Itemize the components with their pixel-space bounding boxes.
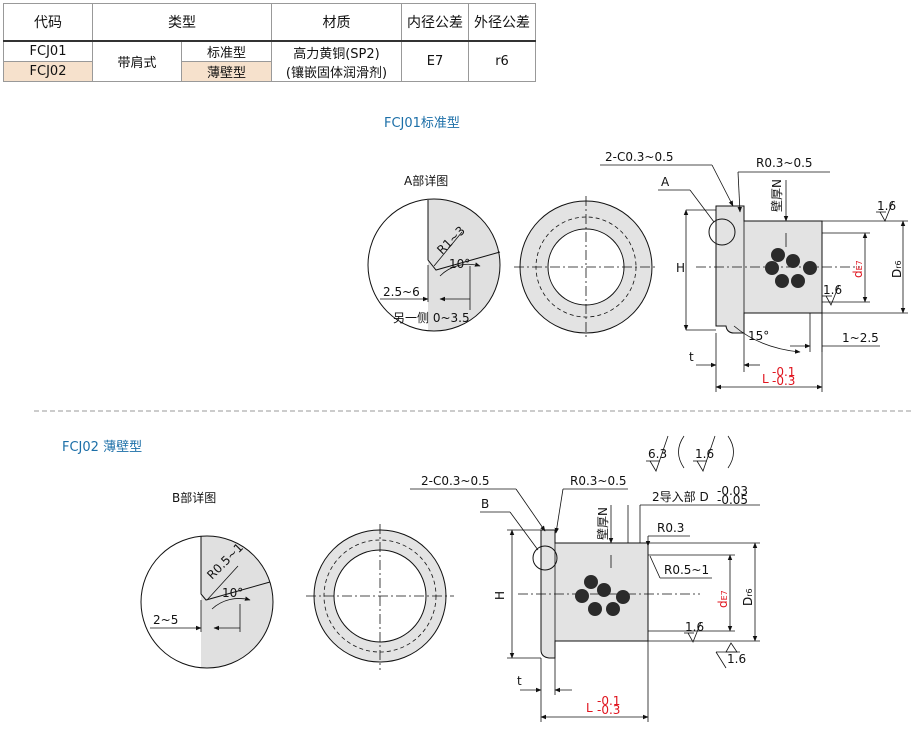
side2-chamfer: 2-C0.3~0.5: [421, 474, 490, 488]
type-group: 带肩式: [92, 40, 182, 82]
side1-callout: A: [661, 175, 670, 189]
front-view-1: [514, 196, 658, 338]
side2-dr-label: Dr6: [741, 588, 755, 606]
side2-r03: R0.3: [657, 521, 684, 535]
side1-angle: 15°: [748, 329, 769, 343]
side1-corner-r: R0.3~0.5: [756, 156, 813, 170]
svg-text:1.6: 1.6: [727, 652, 746, 666]
side1-l: L: [762, 372, 769, 386]
svg-text:6.3: 6.3: [648, 447, 667, 461]
side1-l-lower: -0.3: [772, 374, 795, 388]
side2-l-lower: -0.3: [597, 703, 620, 717]
side1-t: t: [689, 350, 694, 364]
side2-t: t: [517, 674, 522, 688]
detail-a-title: A部详图: [404, 173, 448, 188]
roughness-symbol: 1.6: [822, 283, 842, 306]
detail-a-angle: 10°: [449, 257, 470, 271]
detail-b-angle: 10°: [222, 586, 243, 600]
inner-tol: E7: [401, 40, 469, 82]
material: 高力黄铜(SP2) (镶嵌固体润滑剂): [271, 40, 402, 82]
side1-h-label: H: [676, 261, 685, 275]
detail-b-dim-a: 2~5: [153, 613, 178, 627]
side2-callout: B: [481, 497, 489, 511]
side1-de-label: dE7: [851, 260, 865, 278]
side2-guide: 2导入部 D: [652, 489, 709, 504]
header-code: 代码: [3, 3, 93, 42]
section2-title: FCJ02 薄壁型: [62, 440, 142, 455]
spec-table: 代码 类型 材质 内径公差 外径公差 FCJ01 带肩式 标准型 高力黄铜(SP…: [3, 3, 536, 82]
front-view-2: [306, 524, 454, 670]
side1-l-upper: -0.1: [772, 365, 795, 379]
subtype-standard: 标准型: [181, 40, 272, 62]
side2-guide-lower: -0.05: [717, 493, 748, 507]
side2-h-label: H: [493, 591, 507, 600]
header-outer-tol: 外径公差: [468, 3, 536, 42]
side2-r05: R0.5~1: [664, 563, 709, 577]
svg-text:1.6: 1.6: [823, 283, 842, 297]
svg-text:1.6: 1.6: [685, 620, 704, 634]
side2-l-upper: -0.1: [597, 694, 620, 708]
side2-guide-upper: -0.03: [717, 484, 748, 498]
material-line1: 高力黄铜(SP2): [293, 46, 380, 62]
side1-dim-1: 1~2.5: [842, 331, 879, 345]
roughness-symbol: 1.6: [715, 642, 746, 669]
side1-dr-label: Dr6: [890, 260, 904, 278]
subtype-thin: 薄壁型: [181, 61, 272, 82]
roughness-symbol: 1.6: [876, 199, 896, 222]
side1-wall: 壁厚N: [769, 179, 784, 212]
detail-b-title: B部详图: [172, 490, 216, 505]
code-fcj02: FCJ02: [3, 61, 93, 82]
side2-l: L: [586, 701, 593, 715]
svg-text:1.6: 1.6: [695, 447, 714, 461]
section1-title: FCJ01标准型: [384, 116, 460, 131]
header-material: 材质: [271, 3, 402, 42]
detail-a: A部详图 2.5~6 另一侧 0~3.5 10° R1~3: [367, 173, 501, 332]
side2-de-label: dE7: [716, 590, 730, 608]
side2-corner-r: R0.3~0.5: [570, 474, 627, 488]
side-view-2: H dE7 Dr6 2-C0.3~0.5 B R0.3~0.5 壁厚N: [410, 474, 760, 722]
detail-b: B部详图 2~5 10° R0.5~1: [140, 490, 274, 669]
roughness-symbol: 1.6: [684, 620, 704, 643]
roughness-header: 6.3 1.6: [646, 435, 734, 472]
material-line2: (镶嵌固体润滑剂): [285, 65, 388, 81]
svg-text:1.6: 1.6: [877, 199, 896, 213]
outer-tol: r6: [468, 40, 536, 82]
detail-a-dim-a: 2.5~6: [383, 285, 420, 299]
side1-chamfer: 2-C0.3~0.5: [605, 150, 674, 164]
side2-wall: 壁厚N: [595, 507, 610, 540]
detail-a-dim-b: 另一侧 0~3.5: [393, 311, 470, 325]
side-view-1: H dE7 Dr6 2-C0.3~0.5 R0.3~0.5 A 壁厚N 15: [600, 150, 908, 392]
